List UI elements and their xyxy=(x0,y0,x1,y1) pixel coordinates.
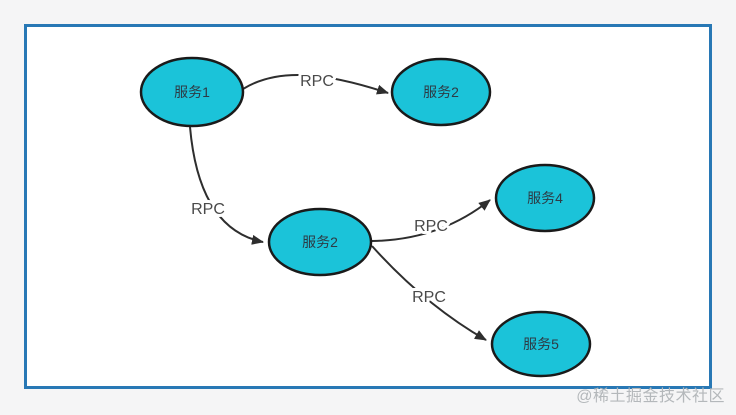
node-label: 服务4 xyxy=(527,190,563,206)
node-label: 服务1 xyxy=(174,84,210,100)
edge-label-rpc-1: RPC xyxy=(300,73,334,90)
node-ellipse xyxy=(494,163,596,233)
edge-label-rpc-4: RPC xyxy=(412,289,446,306)
edge-layer xyxy=(189,73,491,341)
node-label: 服务2 xyxy=(423,84,459,100)
diagram-frame xyxy=(24,24,712,389)
edge-service1-to-service2mid xyxy=(189,126,264,245)
node-service-1: 服务1 xyxy=(139,56,245,128)
node-ellipse xyxy=(490,310,592,378)
node-ellipse xyxy=(390,57,492,127)
node-label: 服务2 xyxy=(302,234,338,250)
node-ellipse xyxy=(267,207,373,277)
node-label: 服务5 xyxy=(523,336,559,352)
edge-label-rpc-3: RPC xyxy=(414,218,448,235)
node-service-2-mid: 服务2 xyxy=(267,207,373,277)
edge-label-rpc-2: RPC xyxy=(191,201,225,218)
edge-service2mid-to-service4 xyxy=(371,199,491,242)
edge-service1-to-service2top xyxy=(242,73,389,95)
node-ellipse xyxy=(139,56,245,128)
node-service-2-top: 服务2 xyxy=(390,57,492,127)
node-service-5: 服务5 xyxy=(490,310,592,378)
edge-label-layer: RPC RPC RPC RPC xyxy=(188,70,451,309)
edge-service2mid-to-service5 xyxy=(371,245,487,341)
watermark: @稀土掘金技术社区 xyxy=(576,388,725,405)
node-service-4: 服务4 xyxy=(494,163,596,233)
